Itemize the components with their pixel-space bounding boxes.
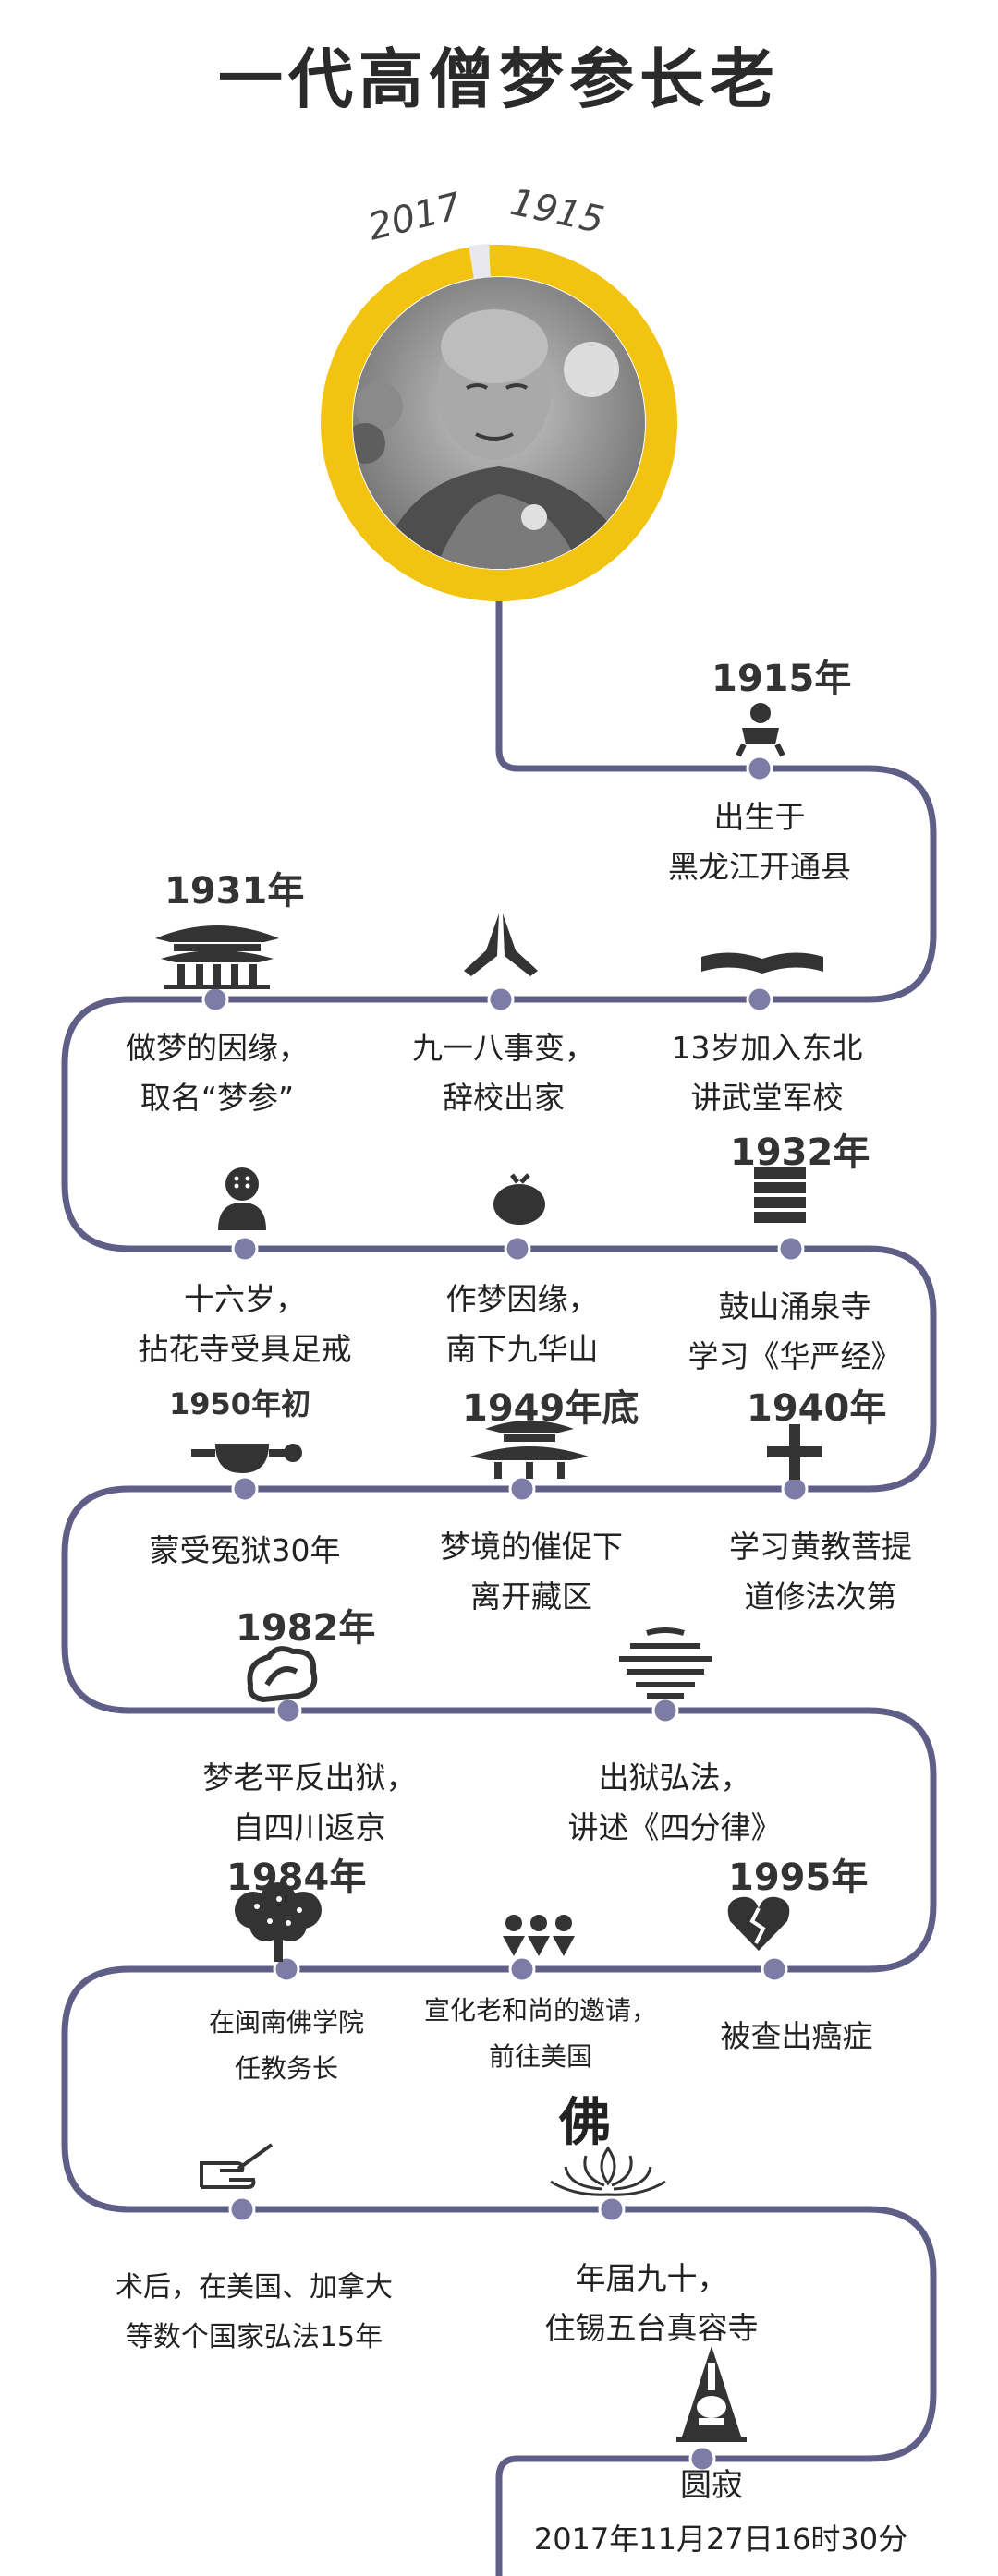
event-caption: 十六岁，拈花寺受具足戒 — [138, 1281, 352, 1367]
monk-portrait — [353, 277, 645, 569]
timeline-dot — [746, 755, 773, 782]
event-caption: 做梦的因缘，取名“梦参” — [126, 1030, 309, 1116]
timeline-dot — [761, 1955, 788, 1983]
timeline-dot — [231, 1235, 259, 1263]
event-year: 1984年 — [226, 1856, 367, 1899]
event-year: 1932年 — [730, 1131, 870, 1174]
buddha-glyph: 佛 — [559, 2093, 611, 2153]
lotus-buddha-icon — [550, 2146, 666, 2196]
event-caption: 在闽南佛学院任教务长 — [208, 2007, 364, 2084]
lectern-icon — [619, 1627, 712, 1699]
event-caption: 术后，在美国、加拿大等数个国家弘法15年 — [116, 2271, 393, 2353]
lifespan-gap — [469, 244, 492, 279]
timeline-dot — [228, 2195, 256, 2223]
event-year: 1982年 — [236, 1607, 376, 1650]
event-caption: 梦境的催促下离开藏区 — [440, 1529, 623, 1615]
timeline-dot — [487, 986, 515, 1013]
timeline-dot — [651, 1697, 679, 1724]
praying-hands-icon — [464, 913, 538, 976]
event-year: 1995年 — [728, 1856, 869, 1899]
event-caption: 13岁加入东北讲武堂军校 — [671, 1030, 863, 1116]
pagoda-roof-icon — [470, 1421, 589, 1479]
broken-heart-icon — [727, 1896, 790, 1951]
baby-icon — [736, 703, 785, 757]
event-caption: 被查出癌症 — [720, 2018, 873, 2054]
event-caption: 九一八事变，辞校出家 — [412, 1030, 595, 1116]
event-caption: 宣化老和尚的邀请，前往美国 — [423, 1995, 657, 2072]
timeline-dot — [688, 2445, 716, 2473]
portrait-ring — [321, 244, 677, 601]
cloud-scroll-icon — [247, 1646, 318, 1703]
event-caption: 出生于黑龙江开通县 — [668, 799, 851, 885]
monk-icon — [218, 1167, 266, 1230]
event-year: 1950年初 — [169, 1386, 311, 1421]
timeline-dot — [201, 986, 229, 1013]
event-caption: 出狱弘法，讲述《四分律》 — [567, 1760, 782, 1845]
event-caption: 学习黄教菩提道修法次第 — [729, 1529, 912, 1615]
alms-bowl-icon — [493, 1173, 545, 1225]
timeline-dot — [273, 1955, 300, 1983]
event-caption: 作梦因缘，南下九华山 — [445, 1281, 599, 1367]
event-caption: 年届九十，住锡五台真容寺 — [544, 2260, 759, 2346]
people-icon — [503, 1915, 575, 1956]
event-caption: 圆寂 — [680, 2467, 743, 2504]
timeline-dot — [777, 1235, 805, 1263]
timeline-dot — [508, 1475, 536, 1503]
writing-hand-icon — [200, 2143, 274, 2189]
temple-icon — [155, 925, 279, 989]
event-caption: 梦老平反出狱，自四川返京 — [202, 1760, 417, 1845]
timeline-dot — [508, 1955, 536, 1983]
timeline-dot — [231, 1475, 259, 1503]
timeline-dot — [504, 1235, 531, 1263]
event-year: 1940年 — [747, 1387, 887, 1430]
event-year: 1915年 — [712, 658, 852, 700]
lifespan-ring — [321, 245, 677, 601]
event-date: 2017年11月27日16时30分 — [533, 2522, 908, 2557]
open-book-icon — [701, 952, 823, 974]
timeline-dot — [598, 2195, 626, 2223]
event-caption: 鼓山涌泉寺学习《华严经》 — [688, 1288, 902, 1374]
cross-icon — [767, 1424, 822, 1480]
event-year: 1931年 — [164, 870, 305, 913]
scripture-stack-icon — [754, 1167, 806, 1223]
bodhi-tree-icon — [235, 1882, 322, 1962]
event-caption: 蒙受冤狱30年 — [149, 1532, 341, 1568]
page-title: 一代高僧梦参长老 — [218, 42, 780, 117]
shackle-icon — [191, 1444, 302, 1473]
stupa-icon — [676, 2346, 747, 2442]
timeline-dot — [746, 986, 773, 1013]
